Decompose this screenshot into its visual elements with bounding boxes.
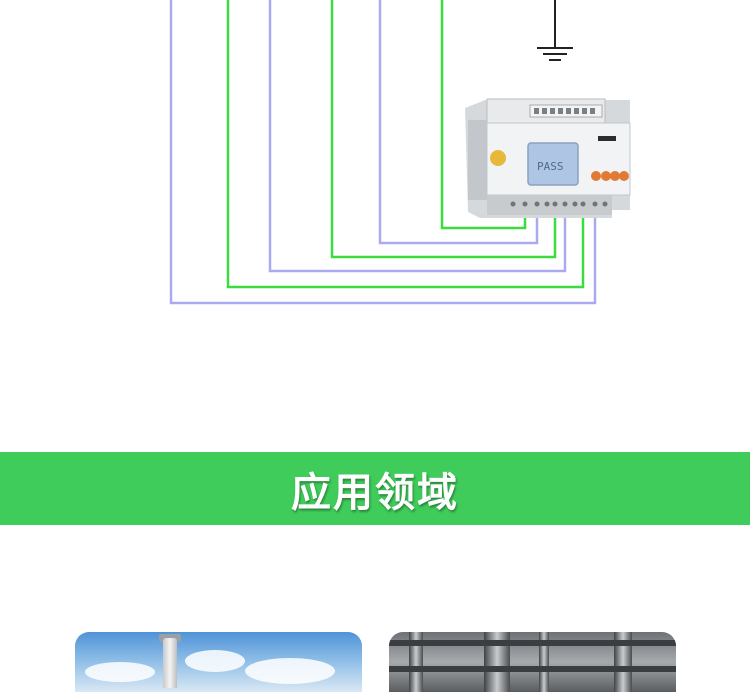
control-buttons <box>591 171 629 181</box>
wire-purple-mid <box>268 0 567 273</box>
wire-purple-outer <box>169 0 597 305</box>
wire-purple-inner <box>378 0 539 245</box>
wire-green-mid <box>330 0 557 259</box>
brand-seal-icon <box>490 150 506 166</box>
lcd-screen <box>527 142 579 186</box>
wire-group <box>169 0 597 305</box>
wiring-diagram: PASS <box>169 0 631 305</box>
energy-meter: PASS <box>465 98 631 218</box>
ground-icon <box>537 0 573 61</box>
industrial-pipes-photo <box>389 632 676 692</box>
power-plant-photo <box>75 632 362 692</box>
wire-green-outer <box>226 0 585 289</box>
section-banner: 应用领域 <box>0 452 750 525</box>
section-title: 应用领域 <box>291 469 459 516</box>
terminal-screws <box>510 201 608 207</box>
lcd-display-text: PASS <box>537 160 564 173</box>
